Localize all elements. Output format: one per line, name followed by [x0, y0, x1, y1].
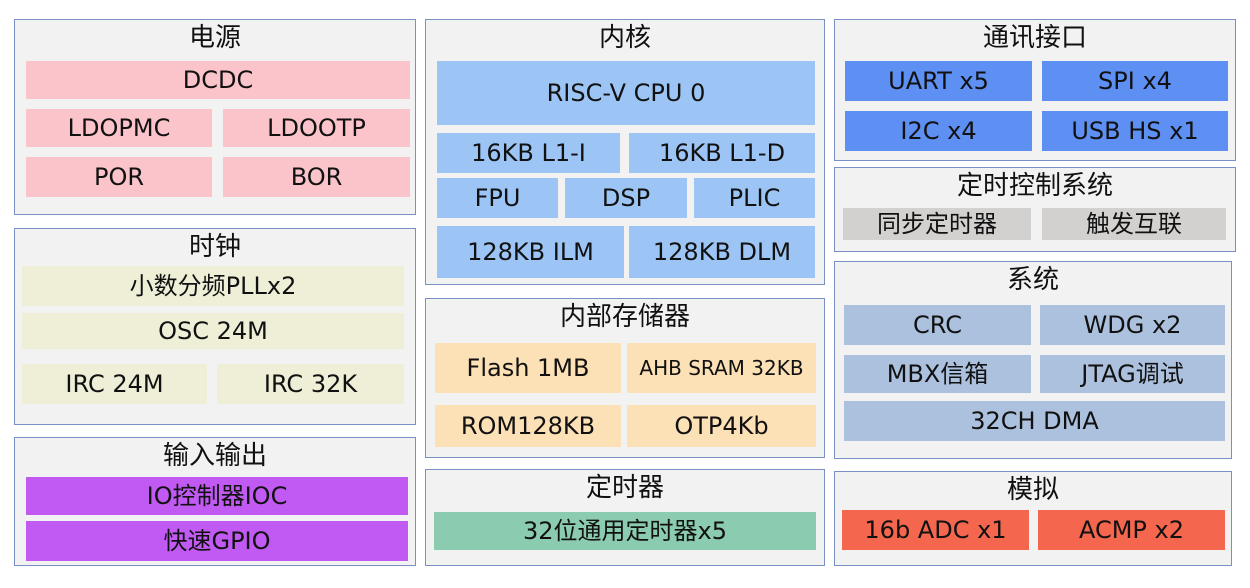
analog-panel: 模拟 16b ADC x1 ACMP x2	[834, 471, 1232, 566]
irc32-block: IRC 32K	[217, 364, 404, 404]
io-panel: 输入输出 IO控制器IOC 快速GPIO	[14, 437, 416, 566]
timing-title: 定时控制系统	[956, 171, 1113, 201]
mbx-block: MBX信箱	[844, 355, 1031, 393]
core-title: 内核	[598, 23, 651, 53]
adc-block: 16b ADC x1	[842, 510, 1029, 550]
spi-block: SPI x4	[1042, 61, 1228, 101]
usb-block: USB HS x1	[1042, 111, 1228, 151]
timer-title: 定时器	[585, 473, 664, 503]
pll-block: 小数分频PLLx2	[22, 266, 404, 306]
uart-block: UART x5	[845, 61, 1032, 101]
fpu-block: FPU	[437, 178, 558, 218]
system-panel: 系统 CRC WDG x2 MBX信箱 JTAG调试 32CH DMA	[834, 261, 1232, 459]
ilm-block: 128KB ILM	[437, 226, 624, 278]
osc-block: OSC 24M	[22, 313, 404, 349]
l1d-block: 16KB L1-D	[629, 133, 815, 173]
wdg-block: WDG x2	[1040, 305, 1225, 345]
acmp-block: ACMP x2	[1038, 510, 1225, 550]
sync-timer-block: 同步定时器	[843, 208, 1031, 240]
i2c-block: I2C x4	[845, 111, 1032, 151]
flash-block: Flash 1MB	[435, 343, 621, 393]
trigger-block: 触发互联	[1042, 208, 1226, 240]
io-title: 输入输出	[162, 441, 267, 471]
l1i-block: 16KB L1-I	[437, 133, 620, 173]
clock-panel: 时钟 小数分频PLLx2 OSC 24M IRC 24M IRC 32K	[14, 228, 416, 425]
core-panel: 内核 RISC-V CPU 0 16KB L1-I 16KB L1-D FPU …	[425, 19, 825, 285]
sram-block: AHB SRAM 32KB	[627, 343, 816, 393]
memory-title: 内部存储器	[559, 302, 690, 332]
dlm-block: 128KB DLM	[629, 226, 815, 278]
cpu-block: RISC-V CPU 0	[437, 61, 815, 125]
memory-panel: 内部存储器 Flash 1MB AHB SRAM 32KB ROM128KB O…	[425, 298, 825, 458]
plic-block: PLIC	[694, 178, 815, 218]
dsp-block: DSP	[565, 178, 687, 218]
bor-block: BOR	[223, 157, 410, 197]
rom-block: ROM128KB	[435, 405, 621, 447]
ldopmc-block: LDOPMC	[26, 109, 212, 147]
ldootp-block: LDOOTP	[223, 109, 410, 147]
otp-block: OTP4Kb	[627, 405, 816, 447]
power-title: 电源	[188, 23, 241, 53]
system-title: 系统	[1006, 265, 1059, 295]
jtag-block: JTAG调试	[1040, 355, 1225, 393]
ioc-block: IO控制器IOC	[26, 477, 408, 515]
timer-panel: 定时器 32位通用定时器x5	[425, 469, 825, 566]
analog-title: 模拟	[1006, 475, 1059, 505]
gpio-block: 快速GPIO	[26, 521, 408, 561]
por-block: POR	[26, 157, 212, 197]
power-panel: 电源 DCDC LDOPMC LDOOTP POR BOR	[14, 19, 416, 215]
crc-block: CRC	[844, 305, 1031, 345]
comm-panel: 通讯接口 UART x5 SPI x4 I2C x4 USB HS x1	[834, 19, 1236, 161]
comm-title: 通讯接口	[982, 23, 1087, 53]
dma-block: 32CH DMA	[844, 401, 1225, 441]
clock-title: 时钟	[188, 232, 241, 262]
dcdc-block: DCDC	[26, 61, 410, 99]
irc24-block: IRC 24M	[22, 364, 207, 404]
gpt-block: 32位通用定时器x5	[434, 512, 816, 550]
timing-panel: 定时控制系统 同步定时器 触发互联	[834, 167, 1236, 252]
